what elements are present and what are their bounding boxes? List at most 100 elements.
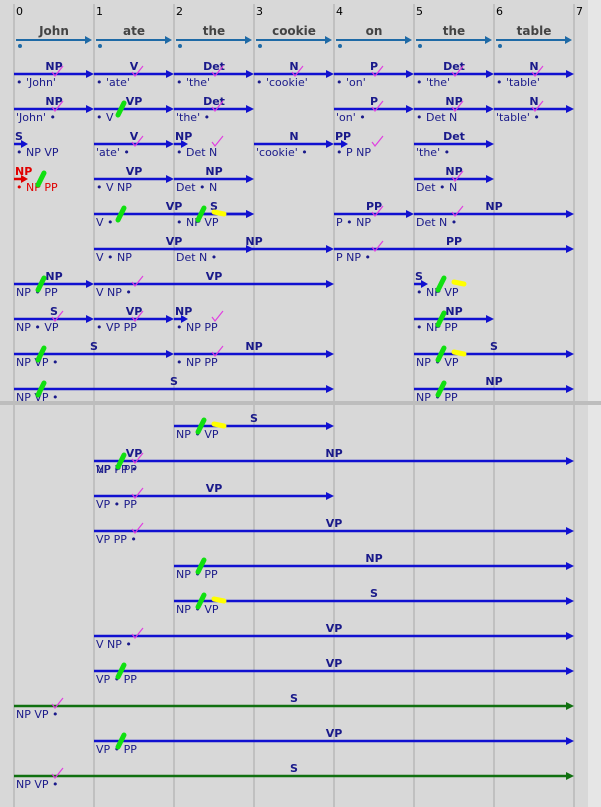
top-edge-rule: • V NP xyxy=(96,181,132,194)
top-edge-arrowhead xyxy=(486,315,494,323)
bottom-edge-category: S xyxy=(290,692,298,705)
word-label: on xyxy=(366,24,383,38)
top-edge-arrowhead xyxy=(166,350,174,358)
top-edge-rule: NP • VP xyxy=(16,321,59,334)
top-edge-arrowhead xyxy=(246,105,254,113)
top-edge-arrowhead xyxy=(486,140,494,148)
top-edge-rule: 'the' • xyxy=(416,146,450,159)
top-edge-rule: V • NP xyxy=(96,251,132,264)
top-edge-category: NP xyxy=(445,305,462,318)
check-mark xyxy=(131,522,144,534)
bottom-edge-category: S xyxy=(250,412,258,425)
top-edge-rule: • Det N xyxy=(416,111,457,124)
bottom-edge-arrowhead xyxy=(326,422,334,430)
top-edge-arrowhead xyxy=(181,140,188,148)
green-highlight-mark xyxy=(195,417,207,435)
green-highlight-mark xyxy=(435,380,447,398)
top-edge-rule: Det • N xyxy=(176,181,217,194)
top-edge-rule: NP VP • xyxy=(16,356,59,369)
word-arrowhead xyxy=(405,36,412,44)
bottom-edge-category: VP xyxy=(326,727,343,740)
top-edge-category: S xyxy=(15,130,23,143)
top-edge-category: VP xyxy=(126,95,143,108)
top-edge-category: VP xyxy=(166,200,183,213)
top-edge-arrowhead xyxy=(566,105,574,113)
top-edge-category: Det xyxy=(443,130,465,143)
top-edge-arrowhead xyxy=(181,315,188,323)
top-edge-arrowhead xyxy=(566,385,574,393)
top-edge-category: V xyxy=(130,130,139,143)
top-edge-rule: 'ate' • xyxy=(96,146,130,159)
top-edge-category: Det xyxy=(443,60,465,73)
top-edge-rule: V • xyxy=(96,216,114,229)
bottom-edge-arrowhead xyxy=(566,562,574,570)
bottom-edge-arrowhead xyxy=(566,667,574,675)
check-mark xyxy=(211,310,224,322)
top-edge-rule: P NP • xyxy=(336,251,371,264)
word-dot xyxy=(18,44,22,48)
bottom-edge-arrowhead xyxy=(566,457,574,465)
bottom-edge-rule: NP • VP xyxy=(176,428,219,441)
bottom-edge-rule: VP • PP xyxy=(96,673,137,686)
position-number: 7 xyxy=(576,5,583,18)
word-arrowhead xyxy=(485,36,492,44)
top-edge-arrowhead xyxy=(246,70,254,78)
top-edge-rule: • NP PP xyxy=(176,356,218,369)
green-highlight-mark xyxy=(35,380,47,398)
top-edge-rule: NP VP • xyxy=(16,391,59,404)
bottom-edge-rule: NP VP • xyxy=(16,778,59,791)
top-edge-category: NP xyxy=(485,375,502,388)
top-edge-arrowhead xyxy=(326,350,334,358)
check-mark xyxy=(371,100,384,112)
pane-divider xyxy=(0,401,601,405)
top-edge-arrowhead xyxy=(406,105,414,113)
top-edge-rule: • Det N xyxy=(176,146,217,159)
top-edge-rule: • 'table' xyxy=(496,76,540,89)
check-mark xyxy=(451,100,464,112)
top-edge-category: NP xyxy=(175,305,192,318)
check-mark xyxy=(371,205,384,217)
bottom-edge-category: NP xyxy=(365,552,382,565)
bottom-chart-pane xyxy=(0,404,588,807)
top-edge-category: N xyxy=(289,60,298,73)
top-edge-category: S xyxy=(170,375,178,388)
word-label: cookie xyxy=(272,24,316,38)
green-highlight-mark xyxy=(35,275,47,293)
check-mark xyxy=(51,767,64,779)
bottom-edge-rule: NP VP • xyxy=(16,708,59,721)
top-edge-rule: • NP PP xyxy=(16,181,58,194)
position-number: 3 xyxy=(256,5,263,18)
green-highlight-mark xyxy=(435,310,447,328)
top-edge-rule: NP • PP xyxy=(416,391,458,404)
top-edge-arrowhead xyxy=(326,70,334,78)
bottom-edge-category: VP xyxy=(126,447,143,460)
top-edge-arrowhead xyxy=(86,70,94,78)
top-edge-rule: • 'cookie' xyxy=(256,76,308,89)
top-edge-rule: 'cookie' • xyxy=(256,146,308,159)
top-edge-category: N xyxy=(529,60,538,73)
top-edge-rule: 'the' • xyxy=(176,111,210,124)
top-edge-arrowhead xyxy=(246,210,254,218)
bottom-edge-category: VP xyxy=(206,482,223,495)
bottom-edge-category: S xyxy=(370,587,378,600)
top-edge-category: NP xyxy=(15,165,32,178)
top-edge-category: NP xyxy=(45,270,62,283)
bottom-edge-rule: V NP • xyxy=(96,638,132,651)
top-edge-category: NP xyxy=(175,130,192,143)
top-edge-arrowhead xyxy=(326,140,334,148)
top-edge-category: VP xyxy=(206,270,223,283)
check-mark xyxy=(131,275,144,287)
top-edge-arrowhead xyxy=(246,175,254,183)
top-chart-pane xyxy=(0,0,588,402)
position-number: 1 xyxy=(96,5,103,18)
top-edge-arrowhead xyxy=(21,175,28,183)
word-dot xyxy=(258,44,262,48)
top-edge-arrowhead xyxy=(166,315,174,323)
top-edge-rule: • 'John' xyxy=(16,76,56,89)
top-edge-arrowhead xyxy=(326,280,334,288)
check-mark xyxy=(51,310,64,322)
top-edge-rule: • P NP xyxy=(336,146,371,159)
bottom-edge-rule: VP PP • xyxy=(96,533,137,546)
check-mark xyxy=(451,65,464,77)
